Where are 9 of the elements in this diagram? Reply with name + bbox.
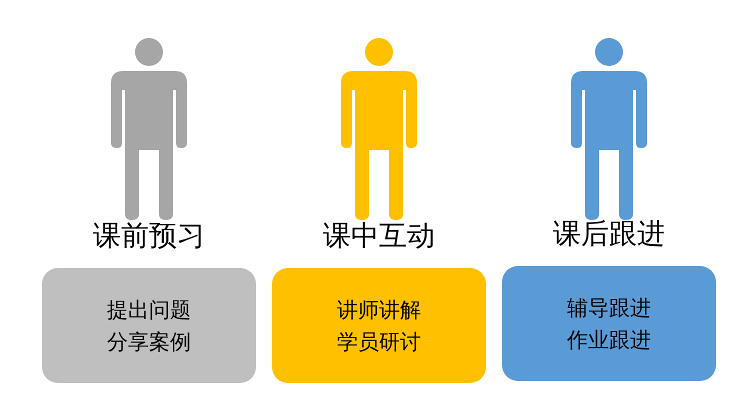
list-item: 作业跟进: [567, 326, 651, 354]
column-heading: 课前预习: [93, 218, 205, 254]
list-item: 讲师讲解: [337, 296, 421, 324]
column-heading: 课中互动: [323, 218, 435, 254]
list-item: 学员研讨: [337, 328, 421, 356]
list-item: 辅导跟进: [567, 294, 651, 322]
list-item: 分享案例: [107, 328, 191, 356]
list-item: 提出问题: [107, 296, 191, 324]
column-heading: 课后跟进: [553, 216, 665, 252]
